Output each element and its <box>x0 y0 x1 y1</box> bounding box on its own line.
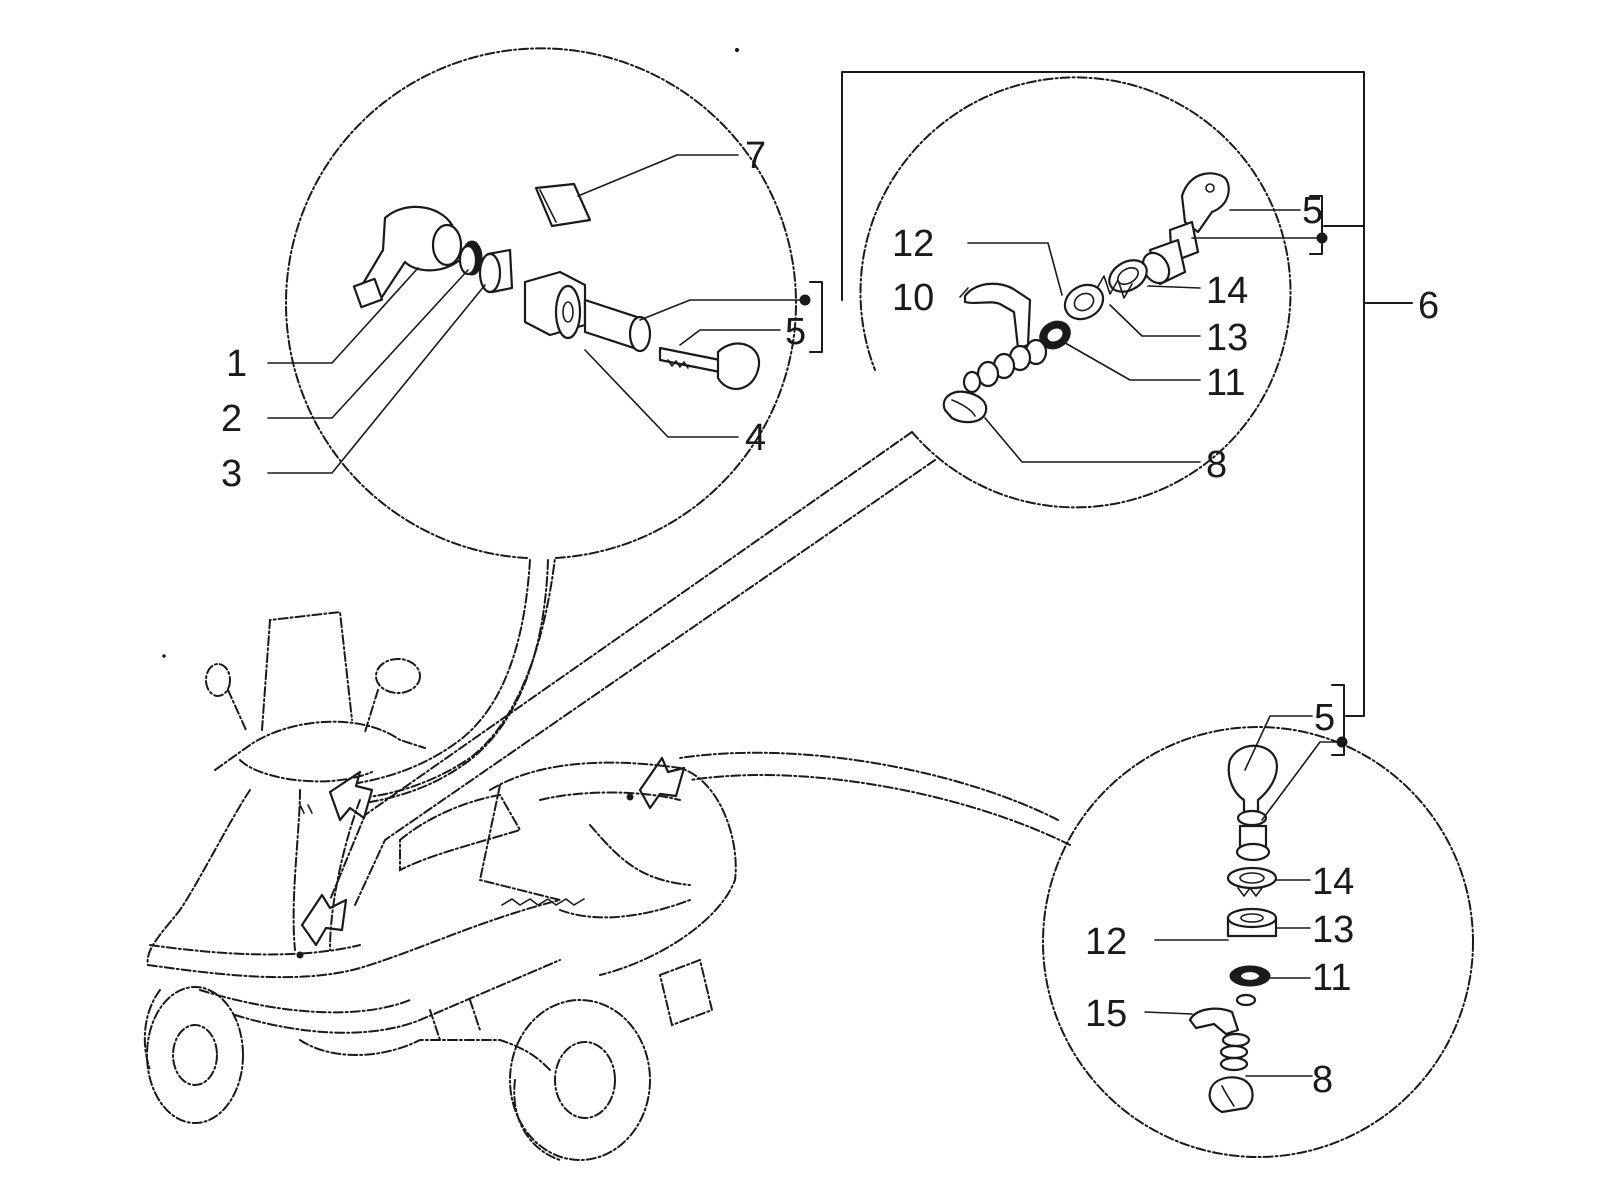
label-part-3: 3 <box>221 453 242 495</box>
scooter-illustration <box>143 610 737 1161</box>
footboard <box>234 959 561 1034</box>
label-part-8: 8 <box>1312 1059 1333 1101</box>
label-part-5: 5 <box>1302 190 1323 232</box>
handlebar-lock-body <box>352 205 463 309</box>
label-part-8: 8 <box>1206 444 1227 486</box>
windscreen <box>261 610 353 731</box>
retaining-ring-14 <box>1226 866 1278 897</box>
label-part-6: 6 <box>1418 285 1439 327</box>
ignition-cylinder <box>1141 220 1200 286</box>
label-part-12: 12 <box>1085 921 1127 963</box>
brand-decal <box>501 898 585 906</box>
lock-set-bracket <box>841 71 1413 717</box>
label-part-11: 11 <box>1312 957 1351 999</box>
seat <box>399 793 522 872</box>
spring-ring <box>458 240 483 276</box>
label-part-5: 5 <box>1314 697 1335 739</box>
top-right-detail-outline <box>859 76 1292 509</box>
rear-body <box>489 761 737 976</box>
key-icon <box>1227 744 1278 814</box>
connector-arrows <box>300 431 1071 947</box>
spring-stack <box>1219 993 1257 1072</box>
front-wheel <box>143 986 244 1124</box>
label-part-15: 15 <box>1085 993 1127 1035</box>
label-part-7: 7 <box>745 135 766 177</box>
bushing <box>478 248 514 294</box>
lever-15 <box>1188 1007 1240 1036</box>
label-part-5: 5 <box>785 311 806 353</box>
clip-8 <box>942 390 988 424</box>
label-part-13: 13 <box>1312 909 1354 951</box>
clip-8 <box>1208 1076 1254 1114</box>
label-part-14: 14 <box>1206 270 1248 312</box>
handlebar <box>214 720 426 771</box>
spring-13 <box>1095 275 1133 299</box>
label-part-4: 4 <box>745 417 766 459</box>
label-part-1: 1 <box>226 343 247 385</box>
bottom-right-detail-outline <box>1042 726 1474 1158</box>
key-icon <box>1180 172 1230 234</box>
arrow-to-shield-lock <box>300 893 348 947</box>
label-part-13: 13 <box>1206 317 1248 359</box>
washer-11 <box>1229 965 1271 987</box>
top-right-detail: 5 6 8 10 11 12 13 14 <box>859 76 1439 509</box>
lock-bracket <box>523 270 587 340</box>
left-mirror <box>205 663 247 731</box>
nut-12 <box>1063 283 1105 321</box>
right-mirror <box>364 658 421 733</box>
label-part-2: 2 <box>221 398 242 440</box>
label-part-12: 12 <box>892 223 934 265</box>
top-left-detail-outline <box>285 47 797 799</box>
label-part-14: 14 <box>1312 861 1354 903</box>
bottom-right-detail: 5 8 11 12 13 14 15 <box>1042 684 1474 1158</box>
lever-10 <box>963 282 1032 350</box>
front-shield <box>146 789 251 966</box>
label-part-10: 10 <box>892 277 934 319</box>
label-part-11: 11 <box>1206 362 1245 404</box>
key-icon <box>658 342 761 390</box>
number-plate <box>658 958 714 1027</box>
top-left-detail: 1 2 3 4 5 7 <box>221 47 823 799</box>
spring-stack <box>962 338 1048 394</box>
nut-12 <box>1226 907 1278 938</box>
arrow-to-handlebar-lock <box>328 770 374 822</box>
rear-wheel <box>509 999 651 1161</box>
ignition-cylinder <box>1235 809 1271 862</box>
lock-cylinder <box>583 298 652 353</box>
code-tag <box>534 182 592 228</box>
